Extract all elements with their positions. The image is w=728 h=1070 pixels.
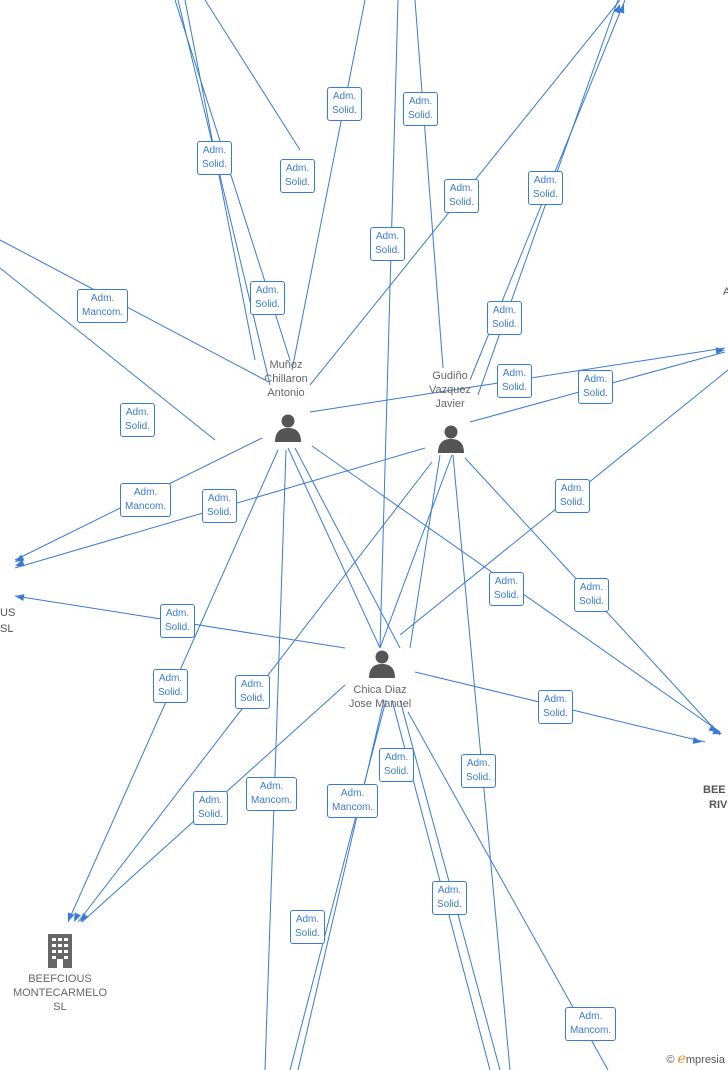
edge-role-label[interactable]: Adm. Solid. [153, 669, 189, 703]
edge-role-label[interactable]: Adm. Mancom. [246, 777, 298, 811]
cut-label-left-us: US [0, 607, 16, 619]
edge-line [414, 0, 444, 369]
edge-role-label[interactable]: Adm. Solid. [379, 748, 415, 782]
edge-role-label[interactable]: Adm. Solid. [497, 364, 533, 398]
cut-label-right-a: A [723, 286, 728, 298]
edge-line [379, 0, 399, 649]
arrow-head [80, 912, 89, 922]
edge-role-label[interactable]: Adm. Solid. [578, 370, 614, 404]
arrow-head [67, 912, 75, 922]
edge-role-label[interactable]: Adm. Solid. [461, 754, 497, 788]
edge-role-label[interactable]: Adm. Solid. [327, 87, 363, 121]
edge-role-label[interactable]: Adm. Solid. [280, 159, 316, 193]
arrow-head [712, 727, 722, 735]
edge-line [204, 0, 301, 151]
edge-role-label[interactable]: Adm. Solid. [555, 479, 591, 513]
edge-role-label[interactable]: Adm. Solid. [403, 92, 439, 126]
edge-line [0, 267, 216, 441]
brand-name: mpresia [685, 1054, 725, 1066]
edge-role-label[interactable]: Adm. Solid. [235, 675, 271, 709]
edge-role-label[interactable]: Adm. Solid. [489, 572, 525, 606]
edge-line [297, 699, 385, 1070]
edge-role-label[interactable]: Adm. Mancom. [565, 1007, 617, 1041]
person-icon[interactable] [436, 423, 466, 453]
edge-role-label[interactable]: Adm. Mancom. [327, 784, 379, 818]
edge-role-label[interactable]: Adm. Solid. [432, 881, 468, 915]
person-icon[interactable] [273, 412, 303, 442]
cut-label-left-sl: SL [0, 623, 14, 635]
edge-role-label[interactable]: Adm. Mancom. [120, 483, 172, 517]
edge-line [264, 449, 287, 1070]
edge-line [291, 0, 366, 371]
edge-line [0, 239, 266, 381]
edge-role-label[interactable]: Adm. Solid. [487, 301, 523, 335]
brand-initial: e [677, 1051, 686, 1067]
arrow-head [15, 594, 25, 602]
building-icon[interactable] [45, 932, 75, 968]
arrow-head [74, 912, 81, 922]
copyright-symbol: © [666, 1054, 675, 1066]
edge-role-label[interactable]: Adm. Solid. [444, 179, 480, 213]
edge-line [177, 0, 271, 386]
cut-label-right-bee: BEE [703, 784, 726, 796]
arrow-head [715, 347, 725, 355]
cut-label-right-riv: RIV [709, 799, 728, 811]
arrow-head [617, 4, 625, 14]
edge-role-label[interactable]: Adm. Solid. [193, 791, 229, 825]
edge-role-label[interactable]: Adm. Solid. [202, 489, 238, 523]
arrow-head [15, 559, 25, 567]
edge-line [184, 0, 256, 361]
edge-role-label[interactable]: Adm. Solid. [528, 171, 564, 205]
edge-role-label[interactable]: Adm. Solid. [160, 604, 196, 638]
edge-line [294, 447, 401, 649]
edge-line [409, 454, 441, 649]
company-name-montecarmelo[interactable]: BEEFCIOUS MONTECARMELO SL [12, 973, 108, 1013]
edge-role-label[interactable]: Adm. Mancom. [77, 289, 129, 323]
edge-role-label[interactable]: Adm. Solid. [574, 578, 610, 612]
edge-role-label[interactable]: Adm. Solid. [197, 141, 233, 175]
edge-role-label[interactable]: Adm. Solid. [290, 910, 326, 944]
person-icon[interactable] [367, 648, 397, 678]
edge-role-label[interactable]: Adm. Solid. [250, 281, 286, 315]
edge-role-label[interactable]: Adm. Solid. [538, 690, 574, 724]
person-name-chica[interactable]: Chica Diaz Jose Manuel [348, 684, 412, 710]
person-name-munoz[interactable]: Muñoz Chillaron Antonio [264, 359, 308, 399]
arrow-head [692, 736, 702, 744]
edge-role-label[interactable]: Adm. Solid. [370, 227, 406, 261]
edge-line [287, 447, 381, 649]
edge-role-label[interactable]: Adm. Solid. [120, 403, 156, 437]
edge-line [379, 454, 453, 649]
person-name-gudino[interactable]: Gudiño Vazquez Javier [429, 370, 471, 410]
empresia-logo: © empresia [666, 1051, 725, 1067]
